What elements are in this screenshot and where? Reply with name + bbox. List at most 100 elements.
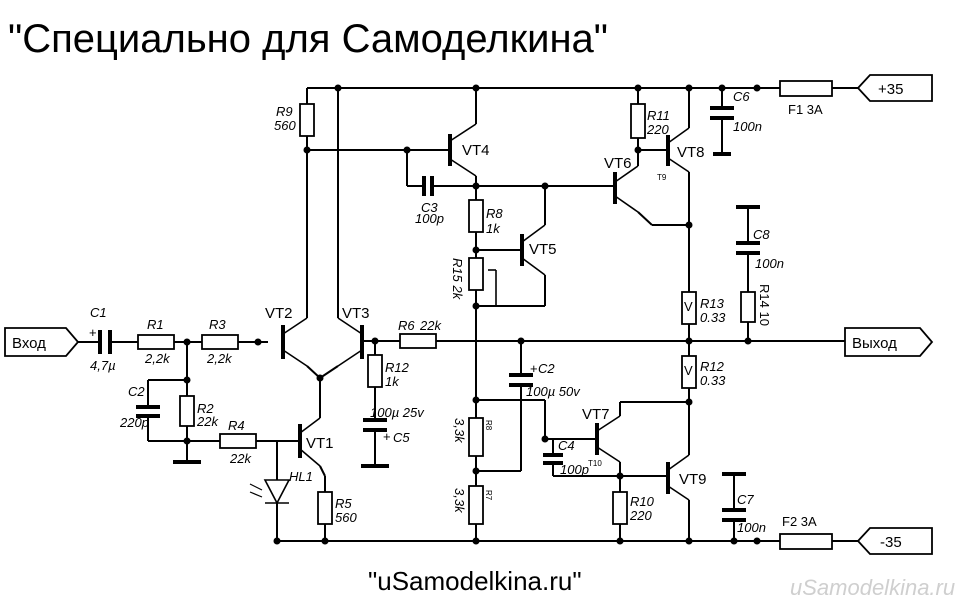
vt2-label: VT2 bbox=[265, 305, 293, 322]
vt7-label: VT7 bbox=[582, 406, 610, 423]
c5-value: 100µ 25v bbox=[370, 405, 425, 420]
capacitor-c3: C3 100p bbox=[406, 150, 545, 226]
r12-value: 1k bbox=[385, 374, 400, 389]
vt6-label: VT6 bbox=[604, 155, 632, 172]
resistor-r15: R15 2k bbox=[450, 252, 497, 341]
transistor-vt1: VT1 bbox=[298, 412, 334, 492]
svg-text:+: + bbox=[383, 429, 391, 444]
resistor-r11: R11 220 bbox=[630, 88, 670, 150]
c3-value: 100p bbox=[415, 211, 444, 226]
c8-name: C8 bbox=[753, 227, 770, 242]
resistor-r12-1k: R12 1k bbox=[367, 341, 410, 420]
c4-name: C4 bbox=[558, 438, 575, 453]
c5-name: C5 bbox=[393, 430, 410, 445]
c6-name: C6 bbox=[733, 89, 750, 104]
r11-value: 220 bbox=[646, 122, 669, 137]
transistor-vt6: VT6 bbox=[545, 140, 689, 226]
transistor-vt2: VT2 bbox=[265, 150, 321, 379]
r5-name: R5 bbox=[335, 496, 352, 511]
resistor-r4: R4 22k bbox=[219, 418, 300, 466]
c8-value: 100n bbox=[755, 256, 784, 271]
led-hl1: HL1 bbox=[249, 441, 313, 541]
resistor-r3: R3 2,2k bbox=[201, 317, 268, 366]
capacitor-c2-big: + C2 100µ 50v bbox=[509, 341, 581, 471]
r4-value: 22k bbox=[229, 451, 252, 466]
resistor-r13: V R13 0.33 bbox=[681, 291, 726, 341]
c7-value: 100n bbox=[737, 520, 766, 535]
fuse-f1: F1 3A bbox=[779, 80, 833, 117]
resistor-r5: R5 560 bbox=[317, 491, 357, 541]
vplus-port: +35 bbox=[856, 74, 933, 102]
r12b-mark: V bbox=[684, 363, 693, 378]
hl1-label: HL1 bbox=[289, 469, 313, 484]
r8-name: R8 bbox=[486, 206, 503, 221]
r10-value: 220 bbox=[629, 508, 652, 523]
r13-value: 0.33 bbox=[700, 310, 726, 325]
r7-value: 3,3k bbox=[452, 488, 467, 514]
capacitor-c4: C4 100p bbox=[543, 438, 668, 477]
resistor-r14: R14 10 bbox=[740, 284, 772, 341]
svg-text:+: + bbox=[530, 361, 538, 376]
c1-value: 4,7µ bbox=[90, 358, 116, 373]
vminus-port: -35 bbox=[856, 527, 933, 555]
r13-mark: V bbox=[684, 299, 693, 314]
t10-label: T10 bbox=[588, 459, 602, 468]
c2b-name: C2 bbox=[538, 361, 555, 376]
fuse-f2-label: F2 3A bbox=[782, 514, 817, 529]
c7-name: C7 bbox=[737, 492, 754, 507]
vminus-port-label: -35 bbox=[880, 534, 902, 551]
capacitor-c6: C6 100n bbox=[710, 88, 762, 156]
r12b-value: 0.33 bbox=[700, 373, 726, 388]
c6-value: 100n bbox=[733, 119, 762, 134]
r1-value: 2,2k bbox=[144, 351, 171, 366]
r4-name: R4 bbox=[228, 418, 245, 433]
c2-name: C2 bbox=[128, 384, 145, 399]
capacitor-c1: C1 + 4,7µ bbox=[89, 305, 138, 373]
capacitor-c8: C8 100n bbox=[736, 205, 784, 292]
resistor-r10: R10 220 bbox=[612, 476, 655, 541]
r13-name: R13 bbox=[700, 296, 725, 311]
junction-dots bbox=[183, 84, 761, 545]
r9-value: 560 bbox=[274, 118, 296, 133]
r8b-name: R8 bbox=[484, 420, 493, 431]
r2-value: 22k bbox=[196, 414, 219, 429]
r9-name: R9 bbox=[276, 104, 293, 119]
watermark: uSamodelkina.ru bbox=[790, 575, 955, 600]
input-port: Вход bbox=[4, 327, 100, 357]
c3-name: C3 bbox=[421, 200, 438, 215]
r5-value: 560 bbox=[335, 510, 357, 525]
r7-name: R7 bbox=[484, 490, 493, 501]
r10-name: R10 bbox=[630, 494, 655, 509]
c4-value: 100p bbox=[560, 462, 589, 477]
resistor-r8: R8 1k bbox=[468, 199, 503, 252]
r11-name: R11 bbox=[647, 108, 670, 123]
vt3-label: VT3 bbox=[342, 305, 370, 322]
resistor-r9: R9 560 bbox=[274, 88, 315, 150]
transistor-vt4: VT4 bbox=[448, 88, 490, 200]
r3-name: R3 bbox=[209, 317, 226, 332]
c2b-value: 100µ 50v bbox=[526, 384, 581, 399]
r6-name: R6 bbox=[398, 318, 415, 333]
vt9-label: VT9 bbox=[679, 471, 707, 488]
site-footer: "uSamodelkina.ru" bbox=[368, 566, 582, 596]
vt8-label: VT8 bbox=[677, 144, 705, 161]
fuse-f2: F2 3A bbox=[779, 514, 833, 550]
r15-label: R15 2k bbox=[450, 258, 465, 301]
t9-label: T9 bbox=[657, 173, 667, 182]
svg-text:+: + bbox=[89, 325, 97, 340]
r8b-value: 3,3k bbox=[452, 418, 467, 444]
r12-name: R12 bbox=[385, 360, 410, 375]
capacitor-c5: 100µ 25v + C5 bbox=[361, 405, 425, 468]
output-port-label: Выход bbox=[852, 335, 897, 352]
lower-bias-chain: 3,3k R8 3,3k R7 bbox=[452, 341, 521, 541]
vt7-base-feed bbox=[476, 399, 546, 439]
r12b-name: R12 bbox=[700, 359, 725, 374]
fuse-f1-label: F1 3A bbox=[788, 102, 823, 117]
vt1-label: VT1 bbox=[306, 435, 334, 452]
r1-name: R1 bbox=[147, 317, 164, 332]
transistor-vt3: VT3 bbox=[319, 88, 400, 379]
vplus-port-label: +35 bbox=[878, 81, 903, 98]
c2-value: 220p bbox=[119, 415, 149, 430]
c1-name: C1 bbox=[90, 305, 107, 320]
